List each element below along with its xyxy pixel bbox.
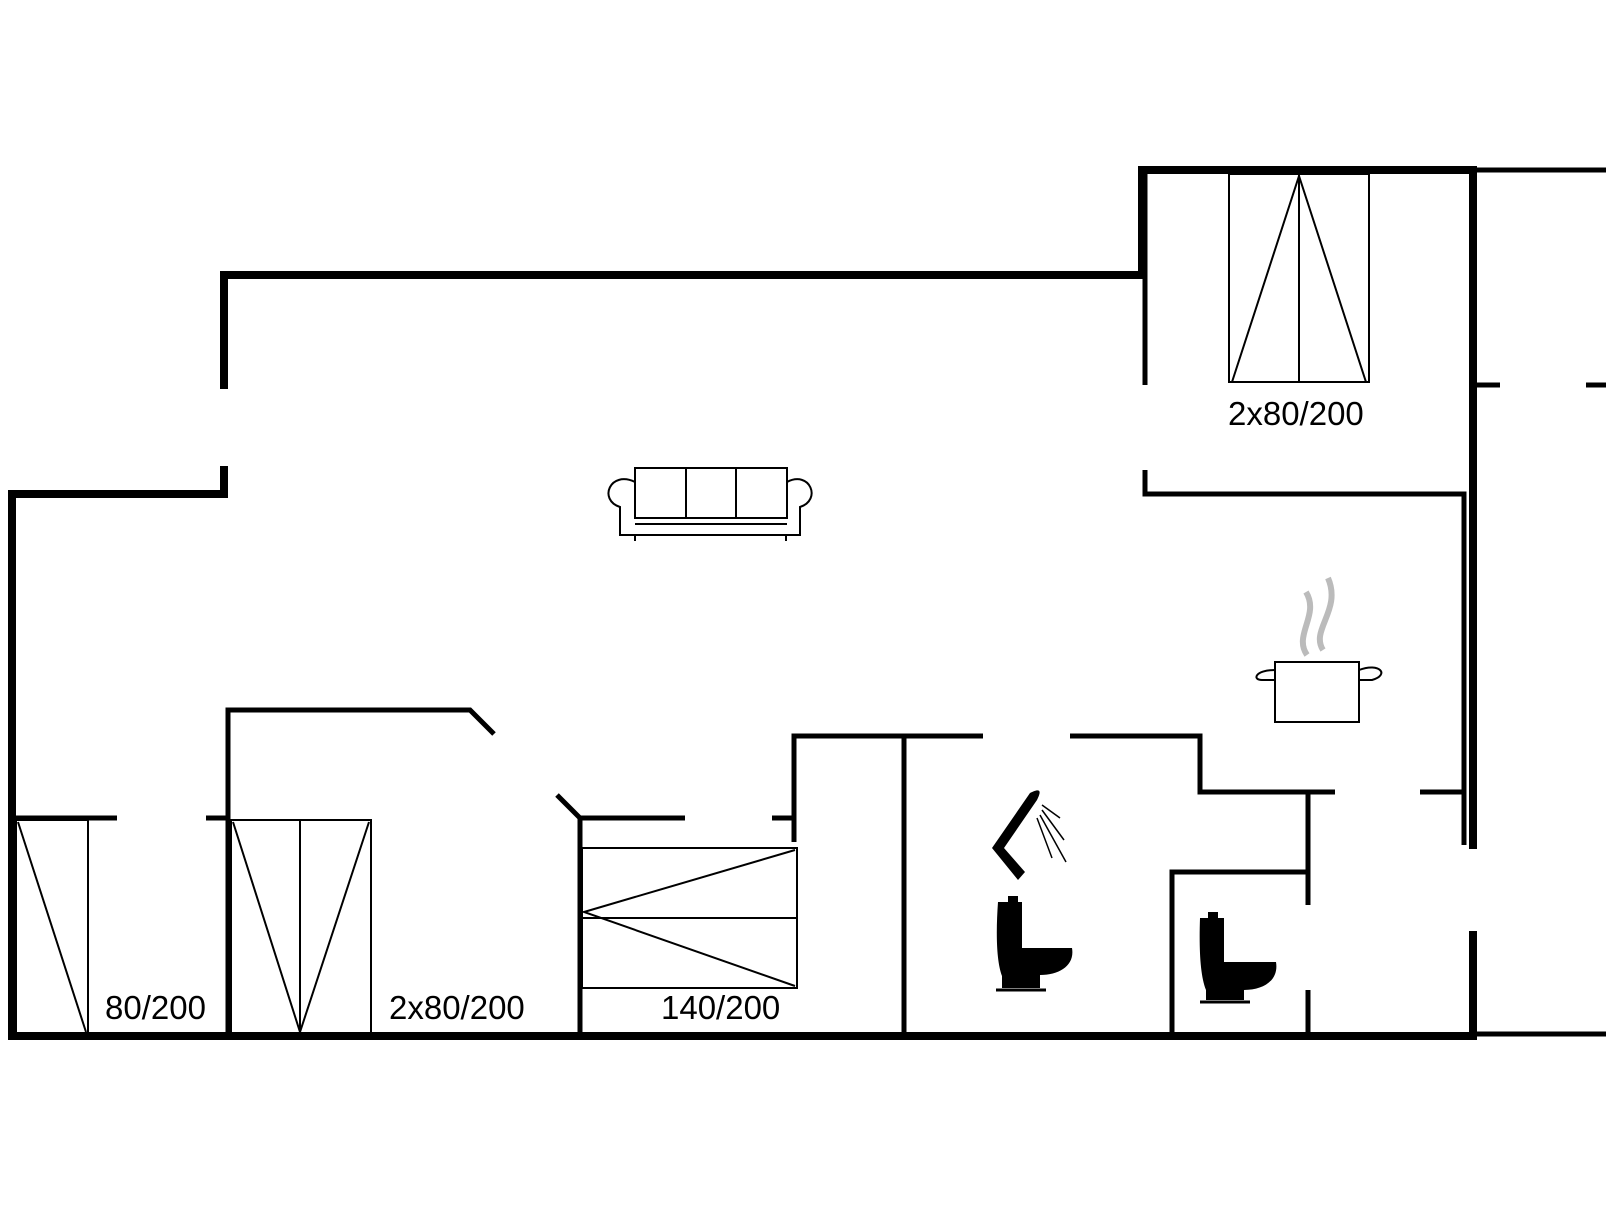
bed-bottom-left [15, 819, 89, 1035]
toilet-icon [996, 896, 1073, 992]
bed-label-bottom-double: 140/200 [661, 989, 780, 1026]
bed-label-top-right: 2x80/200 [1228, 395, 1364, 432]
bed-label-bottom-twin: 2x80/200 [389, 989, 525, 1026]
toilet-icon [1199, 912, 1277, 1004]
shower-icon [992, 790, 1067, 880]
bed-top-right [1228, 172, 1370, 383]
walls [8, 166, 1606, 1040]
bed-bottom-double [580, 847, 798, 989]
sofa-icon [607, 467, 813, 541]
bed-label-bottom-left: 80/200 [105, 989, 206, 1026]
bed-bottom-twin [230, 819, 372, 1036]
cooking-pot-icon [1255, 576, 1383, 723]
